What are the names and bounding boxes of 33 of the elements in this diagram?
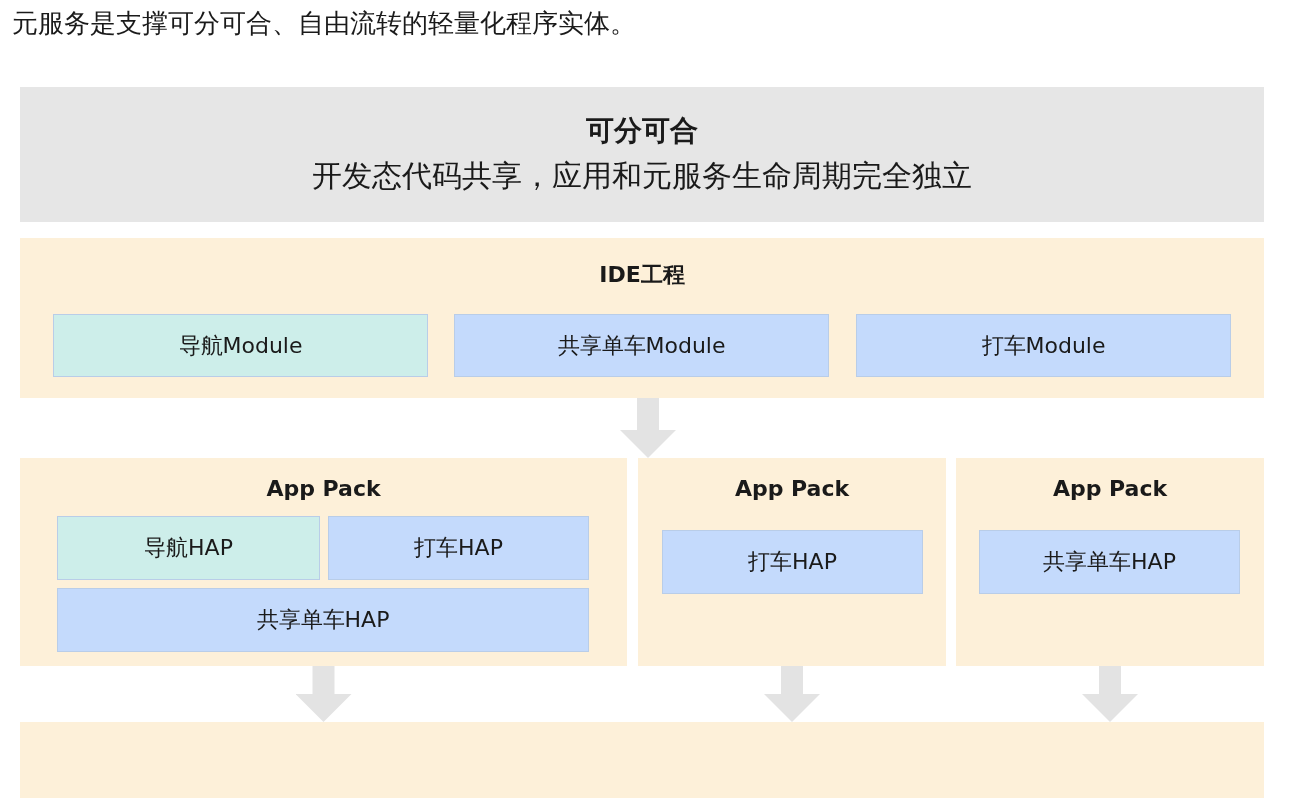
panel-heading: App Pack: [734, 476, 850, 501]
arrow: [620, 398, 676, 458]
hap-box: [328, 516, 589, 580]
platform-box: [20, 722, 1264, 798]
panel: [638, 458, 946, 666]
hap-box: [662, 530, 923, 594]
box-label: 共享单车HAP: [1043, 548, 1176, 576]
box-label: 导航Module: [178, 331, 303, 360]
banner-heading: 可分可合: [586, 113, 698, 149]
arrow: [295, 666, 352, 722]
title: 元服务是支撑可分可合、自由流转的轻量化程序实体。: [12, 7, 636, 40]
arrow: [1082, 666, 1138, 722]
hap-box: [57, 588, 589, 652]
banner: [20, 87, 1264, 222]
banner-text: 开发态代码共享，应用和元服务生命周期完全独立: [312, 157, 972, 195]
box-label: 共享单车Module: [557, 331, 726, 360]
box-label: 共享单车HAP: [256, 606, 390, 634]
box-label: 打车HAP: [748, 548, 837, 576]
panel-heading: App Pack: [266, 476, 381, 501]
module-box: [856, 314, 1231, 377]
box-label: 打车HAP: [414, 534, 503, 562]
hap-box: [57, 516, 320, 580]
module-box: [454, 314, 829, 377]
hap-box: [979, 530, 1240, 594]
box-label: 导航HAP: [144, 534, 233, 562]
arrow: [764, 666, 820, 722]
module-box: [53, 314, 428, 377]
box-label: 打车Module: [981, 331, 1106, 360]
panel: [20, 238, 1264, 398]
panel: [20, 458, 627, 666]
panel: [956, 458, 1264, 666]
panel-heading: IDE工程: [599, 261, 685, 289]
panel-heading: App Pack: [1052, 476, 1168, 501]
